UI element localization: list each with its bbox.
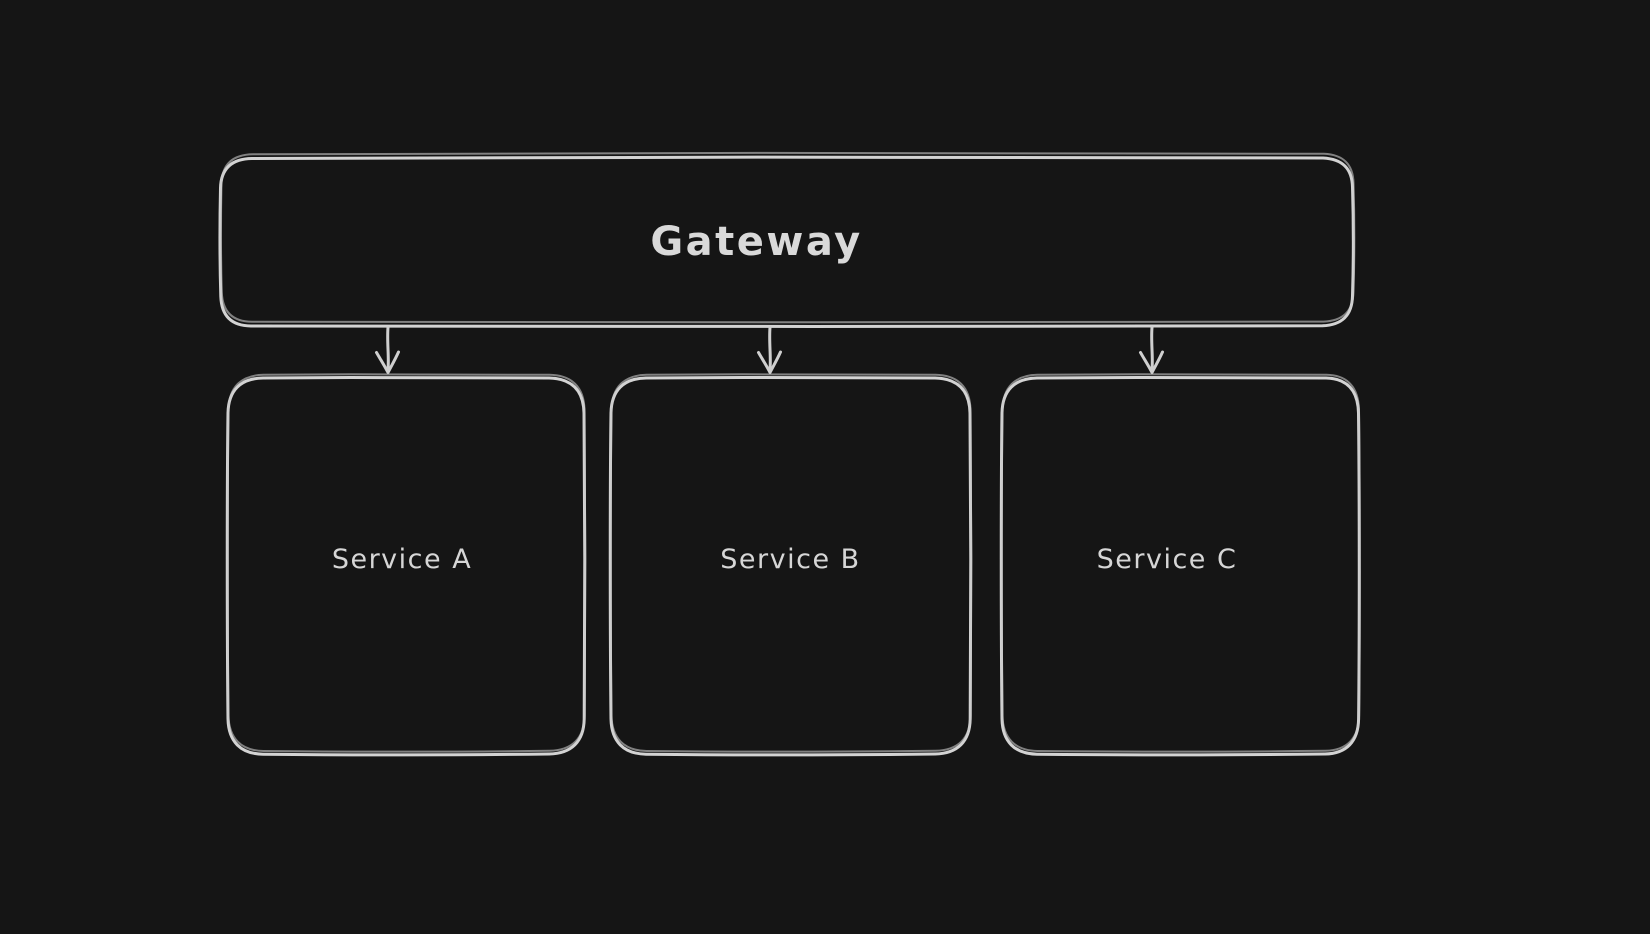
edge-a-arrowhead xyxy=(375,350,400,374)
node-gateway-shape[interactable] xyxy=(218,151,1356,328)
service-b-box-sketch-pass xyxy=(609,373,973,753)
edge-b-shaft xyxy=(768,326,772,371)
service-b-box-outline xyxy=(608,375,973,757)
service-c-box-sketch-pass xyxy=(1000,373,1361,753)
node-service-a-shape[interactable] xyxy=(225,373,587,757)
edge-a-shaft xyxy=(386,326,390,371)
service-c-box-outline xyxy=(999,375,1361,757)
edge-c-shaft xyxy=(1150,326,1154,371)
edge-gateway-service-a[interactable] xyxy=(375,326,400,374)
gateway-box-sketch-pass xyxy=(220,151,1356,324)
gateway-box-outline xyxy=(218,155,1355,328)
edge-c-arrowhead xyxy=(1139,350,1164,374)
node-service-c-shape[interactable] xyxy=(999,373,1361,757)
service-a-box-sketch-pass xyxy=(226,373,587,753)
edge-b-arrowhead xyxy=(757,350,782,374)
edge-gateway-service-b[interactable] xyxy=(757,326,782,374)
edge-gateway-service-c[interactable] xyxy=(1139,326,1164,374)
node-service-b-shape[interactable] xyxy=(608,373,973,757)
service-a-box-outline xyxy=(225,375,587,757)
